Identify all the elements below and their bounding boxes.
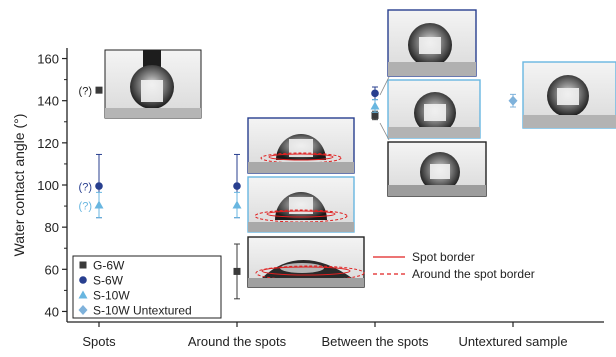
x-tick-label: Between the spots	[322, 334, 429, 349]
line-legend: Spot border Around the spot border	[373, 250, 535, 281]
data-points: (?) (?) (?)	[79, 86, 518, 300]
y-tick-label: 140	[37, 94, 59, 109]
y-axis-label: Water contact angle (°)	[11, 114, 27, 257]
photo-untextured	[522, 61, 616, 129]
x-ticks: Spots Around the spots Between the spots Un…	[82, 322, 568, 349]
photo-around-2	[247, 176, 355, 233]
legend-label: S-6W	[93, 274, 124, 288]
data-point-s-10w	[370, 101, 380, 110]
y-tick-label: 160	[37, 52, 59, 67]
line-legend-spot-border: Spot border	[412, 250, 475, 264]
data-point-s-10w-untextured	[508, 95, 518, 106]
legend-marker-s-10w-untextured	[78, 305, 88, 315]
photo-around-1	[247, 117, 355, 174]
photo-spots	[104, 49, 202, 119]
x-tick-label: Around the spots	[188, 334, 287, 349]
y-tick-label: 40	[45, 304, 59, 319]
leader-lines	[379, 76, 390, 141]
y-tick-label: 120	[37, 136, 59, 151]
line-legend-around-border: Around the spot border	[412, 267, 535, 281]
unknown-note: (?)	[79, 182, 92, 194]
x-tick-label: Untextured sample	[458, 334, 567, 349]
y-ticks: 40 60 80 100 120 140 160	[37, 52, 67, 319]
data-point-s-10w	[232, 200, 242, 209]
y-tick-label: 100	[37, 178, 59, 193]
photo-around-3	[247, 236, 365, 288]
data-point-g-6w	[95, 86, 103, 94]
data-point-s-6w	[233, 182, 241, 190]
y-tick-label: 60	[45, 262, 59, 277]
unknown-note: (?)	[79, 86, 92, 98]
legend-label: S-10W	[93, 289, 130, 303]
data-point-g-6w	[371, 111, 379, 119]
data-point-s-6w	[371, 89, 379, 98]
y-tick-label: 80	[45, 220, 59, 235]
photo-between-3	[387, 141, 487, 197]
data-point-s-6w	[95, 182, 103, 190]
photo-between-1	[387, 9, 477, 77]
legend-marker-s-6w	[79, 276, 87, 284]
legend-label: G-6W	[93, 259, 125, 273]
legend-marker-s-10w	[78, 290, 88, 299]
droplet-photos	[104, 9, 616, 288]
photo-between-2	[387, 79, 481, 139]
data-point-s-10w	[94, 200, 104, 209]
legend-label: S-10W Untextured	[93, 304, 192, 318]
x-tick-label: Spots	[82, 334, 116, 349]
data-point-g-6w	[233, 267, 241, 275]
legend-marker-g-6w	[79, 261, 87, 269]
unknown-note: (?)	[79, 201, 92, 213]
